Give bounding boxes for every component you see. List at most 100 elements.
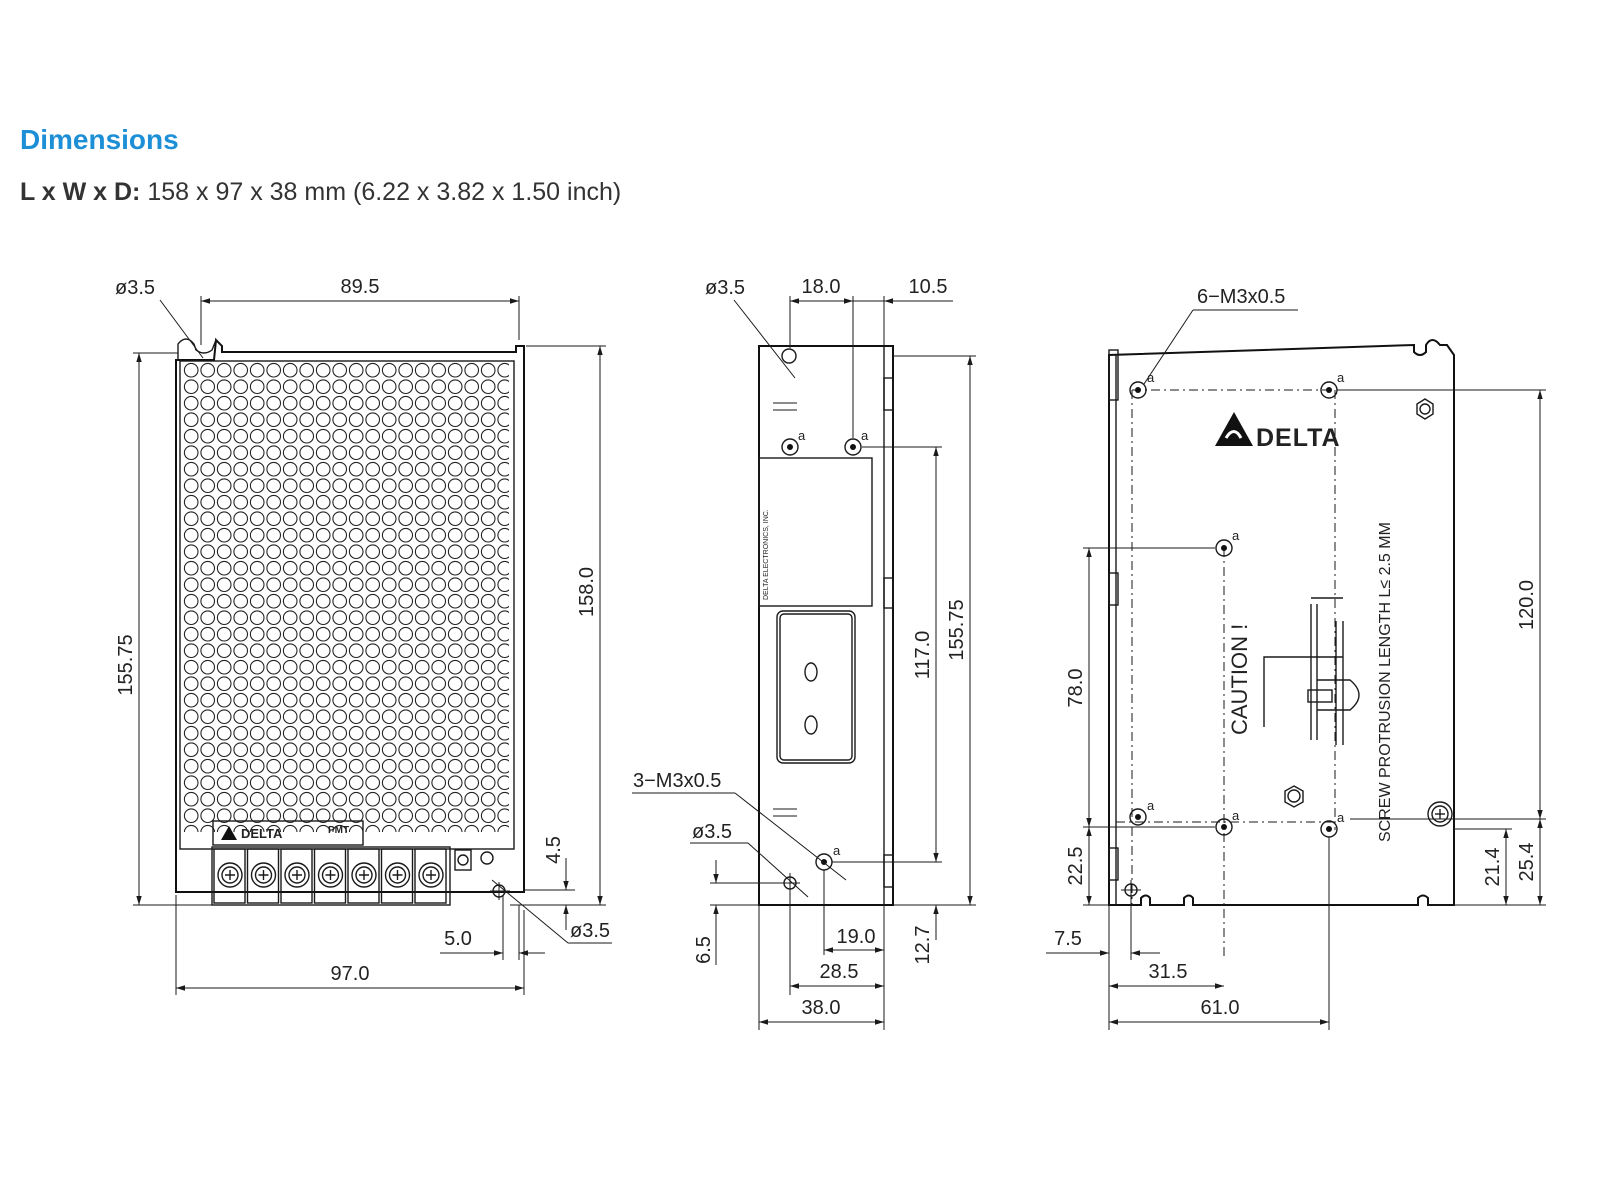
front-dim-right-height: 158.0: [576, 567, 598, 617]
bottom-dim-78: 78.0: [1065, 669, 1087, 708]
terminal-screw-icon: [250, 862, 277, 888]
bottom-view: a a a a a a DELTA CAUTION ! SCREW PROTRU…: [1046, 286, 1546, 1030]
side-hole-mark-1: a: [798, 428, 806, 443]
terminal-screw-icon: [422, 866, 440, 884]
terminal-screw-icon: [351, 862, 377, 888]
side-dim-top-offset: 18.0: [802, 276, 841, 298]
terminal-1: [213, 848, 246, 904]
terminal-5: [347, 848, 380, 904]
bottom-screw-5: [1215, 818, 1233, 836]
front-mount-tab: [177, 338, 223, 360]
bottom-view-outline: [1108, 339, 1455, 906]
screw-protrusion-diagram: [1263, 597, 1360, 745]
bottom-delta-logo-icon: [1215, 412, 1253, 446]
dims-label: L x W x D:: [20, 178, 141, 206]
side-dim-127: 12.7: [912, 926, 934, 965]
side-connector: [776, 610, 856, 764]
side-hole-mark-2: a: [861, 428, 869, 443]
terminal-cross-icon: [359, 870, 369, 880]
side-view: a a a DELTA ELECTRONICS, INC. 18.0 10.5 …: [632, 276, 976, 1030]
nut-icon-2: [1284, 785, 1304, 808]
front-model: PMT: [328, 825, 349, 836]
side-view-outline: [758, 345, 894, 906]
front-dim-top-width: 89.5: [341, 276, 380, 298]
terminal-screw-icon: [254, 866, 273, 884]
terminal-screw-icon: [217, 862, 243, 888]
terminal-cross-icon: [426, 870, 436, 880]
side-dim-screws: 3−M3x0.5: [633, 770, 721, 792]
bottom-dim-75: 7.5: [1054, 928, 1082, 950]
bottom-hole-mark-4: a: [1147, 798, 1155, 813]
side-top-hole-icon: [781, 348, 797, 364]
page-title: Dimensions: [20, 124, 179, 155]
bottom-dim-214: 21.4: [1482, 848, 1504, 887]
side-dim-38: 38.0: [802, 997, 841, 1019]
bottom-dim-225: 22.5: [1065, 847, 1087, 886]
delta-logo-icon: [221, 826, 237, 840]
bottom-dim-315: 31.5: [1149, 961, 1188, 983]
side-dim-hole-bottom: ø3.5: [692, 821, 732, 843]
front-top-cover: [179, 360, 515, 850]
bottom-dim-254: 25.4: [1516, 843, 1538, 882]
terminal-screw-icon: [317, 862, 344, 888]
bottom-hole-mark-5: a: [1232, 808, 1240, 823]
front-dim-right-small: 4.5: [543, 836, 565, 864]
ventilation-holes: [183, 362, 509, 832]
nut-icon-1: [1416, 398, 1434, 420]
side-dim-small-left: 6.5: [693, 936, 715, 964]
protrusion-text: SCREW PROTRUSION LENGTH L≤ 2.5 MM: [1377, 522, 1394, 842]
dimensions-summary: L x W x D: 158 x 97 x 38 mm (6.22 x 3.82…: [20, 178, 621, 207]
bottom-dim-61: 61.0: [1201, 997, 1240, 1019]
bottom-hole-mark-3: a: [1232, 528, 1240, 543]
terminal-2: [246, 848, 280, 904]
bottom-screw-1: [1129, 381, 1147, 399]
side-screw-1: [781, 438, 799, 456]
terminal-6: [380, 848, 414, 904]
pot-icon: [457, 854, 469, 866]
terminal-screw-icon: [355, 866, 373, 884]
terminal-screw-icon: [418, 862, 444, 888]
side-dim-height-outer: 155.75: [946, 599, 968, 660]
bottom-dim-120: 120.0: [1516, 580, 1538, 630]
adjust-pot: [454, 849, 472, 871]
side-label-text: DELTA ELECTRONICS, INC.: [763, 509, 770, 600]
front-dim-hole-bottom: ø3.5: [570, 920, 610, 942]
terminal-3: [280, 848, 313, 904]
side-label-plate: [758, 457, 873, 607]
terminal-cross-icon: [225, 870, 235, 880]
terminal-screw-icon: [284, 862, 310, 888]
side-screw-2: [844, 438, 862, 456]
terminal-screw-icon: [288, 866, 306, 884]
caution-text: CAUTION !: [1227, 624, 1252, 735]
bottom-logo: DELTA: [1256, 424, 1341, 452]
bottom-dim-screws: 6−M3x0.5: [1197, 286, 1285, 308]
terminal-screw-icon: [384, 862, 411, 888]
side-dim-top-right: 10.5: [909, 276, 948, 298]
bottom-hole-mark-2: a: [1337, 370, 1345, 385]
terminal-screw-icon: [221, 866, 239, 884]
bottom-screw-3: [1215, 539, 1233, 557]
bottom-hole-mark-1: a: [1147, 370, 1155, 385]
side-dim-19: 19.0: [837, 926, 876, 948]
bottom-hole-mark-6: a: [1337, 810, 1345, 825]
front-logo-plate: [212, 820, 364, 846]
terminal-cross-icon: [392, 870, 403, 880]
terminal-cross-icon: [258, 870, 269, 880]
bottom-screw-4: [1129, 808, 1147, 826]
terminal-4: [313, 848, 347, 904]
terminal-block: [211, 846, 451, 906]
side-dim-28: 28.5: [820, 961, 859, 983]
front-view: DELTA PMT 89.5 ø3.5 155.75 158.0 4.5: [115, 276, 612, 995]
terminal-screw-icon: [388, 866, 407, 884]
terminal-screws: [213, 848, 447, 904]
terminal-7: [414, 848, 447, 904]
side-dim-height-inner: 117.0: [912, 631, 934, 680]
side-hole-mark-3: a: [833, 843, 841, 858]
terminal-screw-icon: [321, 866, 340, 884]
front-dim-hole-top: ø3.5: [115, 277, 155, 299]
side-dim-hole-top: ø3.5: [705, 277, 745, 299]
terminal-cross-icon: [292, 870, 302, 880]
terminal-cross-icon: [325, 870, 336, 880]
led-icon: [480, 851, 494, 865]
